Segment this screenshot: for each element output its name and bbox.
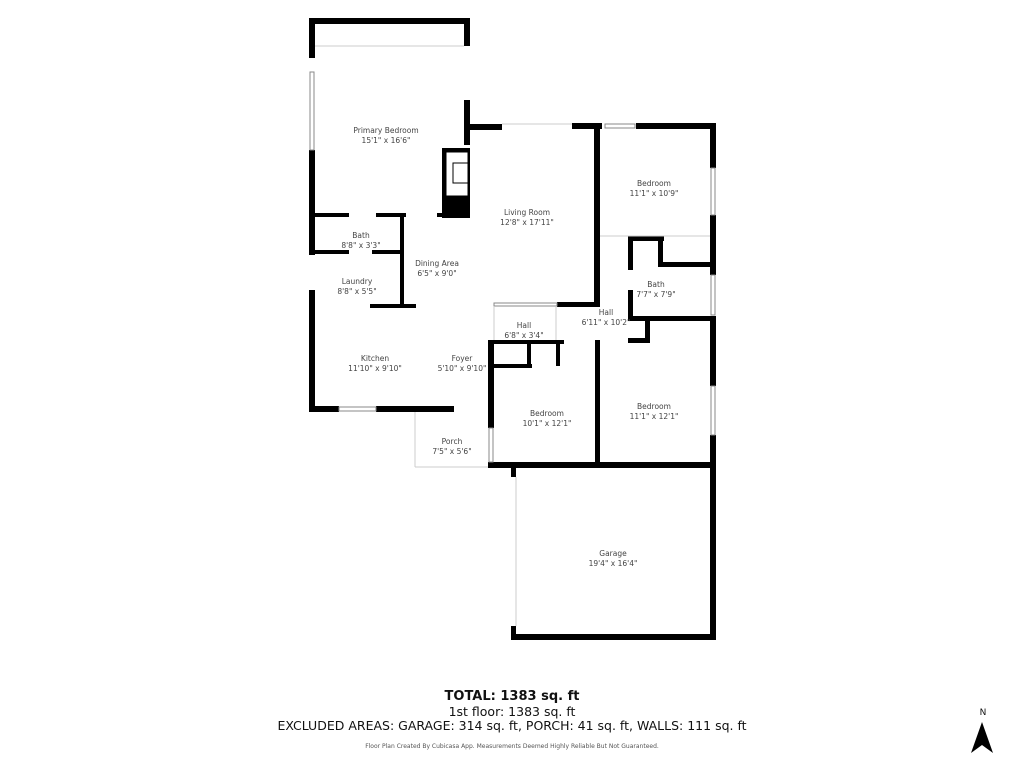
room-name: Living Room	[503, 208, 551, 217]
room-dims: 19'4" x 16'4"	[588, 559, 638, 568]
room-name: Primary Bedroom	[353, 126, 419, 135]
thin-lines	[315, 45, 710, 626]
fireplace	[445, 151, 469, 197]
windows	[309, 71, 716, 463]
room-dims: 15'1" x 16'6"	[361, 136, 411, 145]
credit-text: Floor Plan Created By Cubicasa App. Meas…	[365, 743, 659, 750]
room-name: Bath	[647, 280, 665, 289]
room-dims: 11'1" x 12'1"	[629, 412, 679, 421]
room-dims: 5'10" x 9'10"	[437, 364, 487, 373]
room-name: Bedroom	[530, 409, 564, 418]
room-name: Laundry	[341, 277, 373, 286]
room-dims: 6'8" x 3'4"	[504, 331, 544, 340]
room-dims: 10'1" x 12'1"	[522, 419, 572, 428]
north-arrow-icon	[971, 722, 993, 753]
room-name: Bedroom	[637, 179, 671, 188]
room-dims: 7'5" x 5'6"	[432, 447, 472, 456]
room-name: Dining Area	[415, 259, 459, 268]
room-name: Garage	[599, 549, 627, 558]
room-dims: 12'8" x 17'11"	[500, 218, 554, 227]
floor-area: 1st floor: 1383 sq. ft	[448, 704, 576, 719]
room-name: Bedroom	[637, 402, 671, 411]
north-label: N	[979, 708, 987, 718]
room-dims: 7'7" x 7'9"	[636, 290, 676, 299]
room-name: Hall	[598, 308, 614, 317]
room-name: Kitchen	[360, 354, 390, 363]
total-area: TOTAL: 1383 sq. ft	[444, 689, 580, 704]
room-dims: 6'11" x 10'2"	[581, 318, 631, 327]
room-dims: 8'8" x 5'5"	[337, 287, 377, 296]
room-name: Hall	[516, 321, 532, 330]
room-name: Foyer	[451, 354, 473, 363]
room-dims: 8'8" x 3'3"	[341, 241, 381, 250]
room-name: Porch	[441, 437, 463, 446]
room-dims: 11'10" x 9'10"	[348, 364, 402, 373]
excluded-areas: EXCLUDED AREAS: GARAGE: 314 sq. ft, PORC…	[277, 718, 747, 733]
room-dims: 6'5" x 9'0"	[417, 269, 457, 278]
room-name: Bath	[352, 231, 370, 240]
room-dims: 11'1" x 10'9"	[629, 189, 679, 198]
north-compass: N	[968, 708, 998, 718]
